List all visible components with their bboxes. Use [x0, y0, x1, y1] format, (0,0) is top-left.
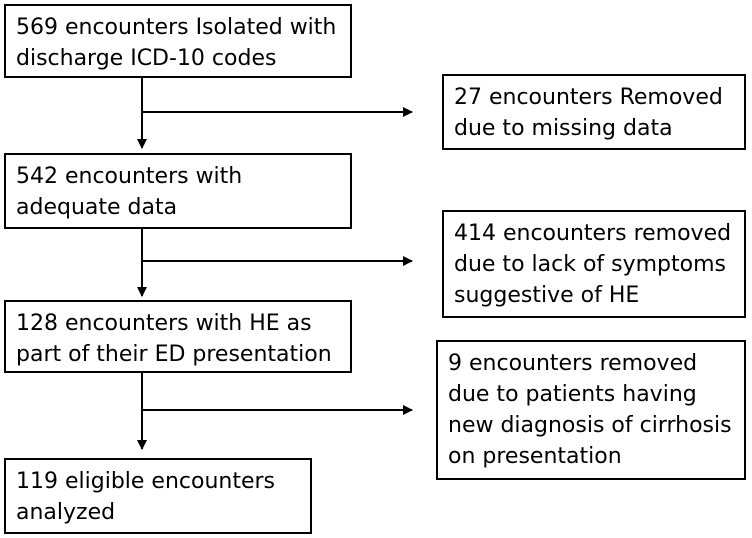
exclusion-text: new diagnosis of cirrhosis [448, 413, 732, 438]
exclusion-text: due to patients having [448, 382, 697, 407]
step-box-adequate-data: 542 encounters with adequate data [4, 153, 352, 229]
exclusion-text: suggestive of HE [454, 283, 640, 308]
step-text: 542 encounters with [16, 164, 243, 189]
step-box-he-presentation: 128 encounters with HE as part of their … [4, 300, 352, 373]
step-text: discharge ICD-10 codes [16, 46, 277, 71]
step-text: adequate data [16, 195, 178, 220]
exclusion-text: 27 encounters Removed [454, 85, 723, 110]
exclusion-box-no-symptoms: 414 encounters removed due to lack of sy… [442, 210, 746, 318]
step-box-eligible: 119 eligible encounters analyzed [4, 458, 312, 534]
step-text: part of their ED presentation [16, 342, 332, 367]
exclusion-text: due to missing data [454, 116, 673, 141]
step-text: analyzed [16, 500, 116, 525]
step-text: 569 encounters Isolated with [16, 15, 337, 40]
exclusion-text: due to lack of symptoms [454, 252, 726, 277]
step-text: 119 eligible encounters [16, 469, 276, 494]
exclusion-text: 9 encounters removed [448, 351, 698, 376]
exclusion-box-missing-data: 27 encounters Removed due to missing dat… [442, 74, 746, 150]
exclusion-text: 414 encounters removed [454, 221, 732, 246]
exclusion-box-new-cirrhosis: 9 encounters removed due to patients hav… [436, 340, 746, 480]
step-text: 128 encounters with HE as [16, 311, 312, 336]
exclusion-text: on presentation [448, 444, 622, 469]
step-box-initial: 569 encounters Isolated with discharge I… [4, 4, 352, 78]
